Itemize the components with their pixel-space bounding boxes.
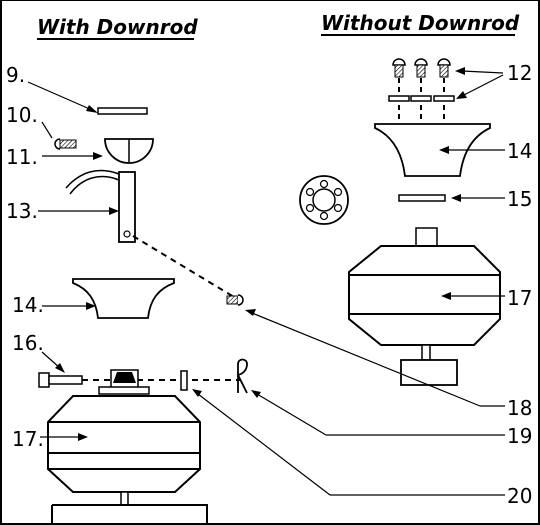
label-18: 18: [507, 396, 532, 420]
leader-13-arrow: [109, 207, 119, 215]
part-12-screws: [392, 58, 451, 78]
leader-18-arrow: [245, 309, 256, 316]
part-17-left-motor-housing: [47, 395, 201, 493]
label-14-left: 14.: [12, 293, 44, 317]
heading-without-downrod: Without Downrod: [321, 11, 520, 35]
part-16-bolt-head: [38, 372, 50, 388]
leader-11-arrow: [93, 152, 103, 160]
label-19: 19: [507, 424, 532, 448]
leader-17-left-arrow: [78, 433, 88, 441]
leader-18-diag: [251, 312, 481, 407]
part-13-wires: [65, 169, 120, 195]
screw-3: [437, 58, 451, 78]
part-13-pin-hole: [123, 230, 131, 238]
part-16-bolt-shank: [48, 375, 83, 385]
label-11: 11.: [6, 145, 38, 169]
part-18-pin-head: [237, 294, 244, 306]
leader-19-arrow: [251, 390, 261, 398]
part-19-hairpin-clip: [236, 358, 248, 394]
part-12-washers: [388, 95, 455, 102]
label-9: 9.: [6, 63, 25, 87]
leader-12-a-arrow: [455, 67, 465, 75]
part-18-pin-shank: [226, 295, 239, 305]
part-17-left-collar: [98, 386, 150, 395]
leader-14-left-arrow: [86, 302, 96, 310]
leader-15-arrow: [451, 194, 461, 202]
label-17-left: 17.: [12, 427, 44, 451]
leader-16: [41, 351, 61, 369]
part-14-canopy-right: [374, 123, 491, 177]
part-17-left-yoke-block: [113, 372, 136, 383]
label-13: 13.: [6, 199, 38, 223]
leader-9-arrow: [86, 105, 98, 113]
part-13-downrod: [118, 171, 136, 243]
leader-9: [27, 81, 93, 111]
heading-with-downrod: With Downrod: [37, 15, 198, 39]
leader-12-b: [461, 74, 504, 97]
screw-1: [392, 58, 406, 78]
leader-17-right-arrow: [441, 292, 451, 300]
label-17-right: 17: [507, 286, 532, 310]
screw-2: [414, 58, 428, 78]
part-10-bolt-head: [54, 138, 61, 150]
part-13-assembly-dash: [132, 235, 235, 298]
label-15: 15: [507, 187, 532, 211]
leader-16-arrow: [55, 363, 65, 373]
part-14-canopy-left: [72, 278, 175, 319]
leader-12-a: [461, 70, 504, 74]
part-17-right-switch-housing: [400, 359, 458, 386]
leader-10: [41, 121, 53, 139]
part-9-plate: [97, 107, 148, 115]
leader-19-diag: [256, 393, 327, 436]
part-17-left-switch-housing: [51, 504, 208, 525]
part-17-right-shaft: [421, 344, 431, 361]
part-17-left-shaft: [120, 491, 129, 506]
leader-12-b-arrow: [456, 91, 467, 99]
part-17-right-neck: [415, 227, 438, 247]
part-17-right-motor-housing: [348, 245, 501, 346]
label-20: 20: [507, 484, 532, 508]
label-16: 16.: [12, 331, 44, 355]
label-10: 10.: [6, 103, 38, 127]
part-mounting-ring: [299, 175, 349, 225]
leader-14-right-arrow: [439, 146, 449, 154]
label-14-right: 14: [507, 139, 532, 163]
leader-20-arrow: [192, 389, 202, 397]
leader-20-diag: [197, 393, 331, 496]
part-15-plate: [398, 194, 446, 202]
part-20-washer: [180, 370, 188, 391]
part-10-bolt-shank: [59, 139, 77, 149]
label-12: 12: [507, 61, 532, 85]
